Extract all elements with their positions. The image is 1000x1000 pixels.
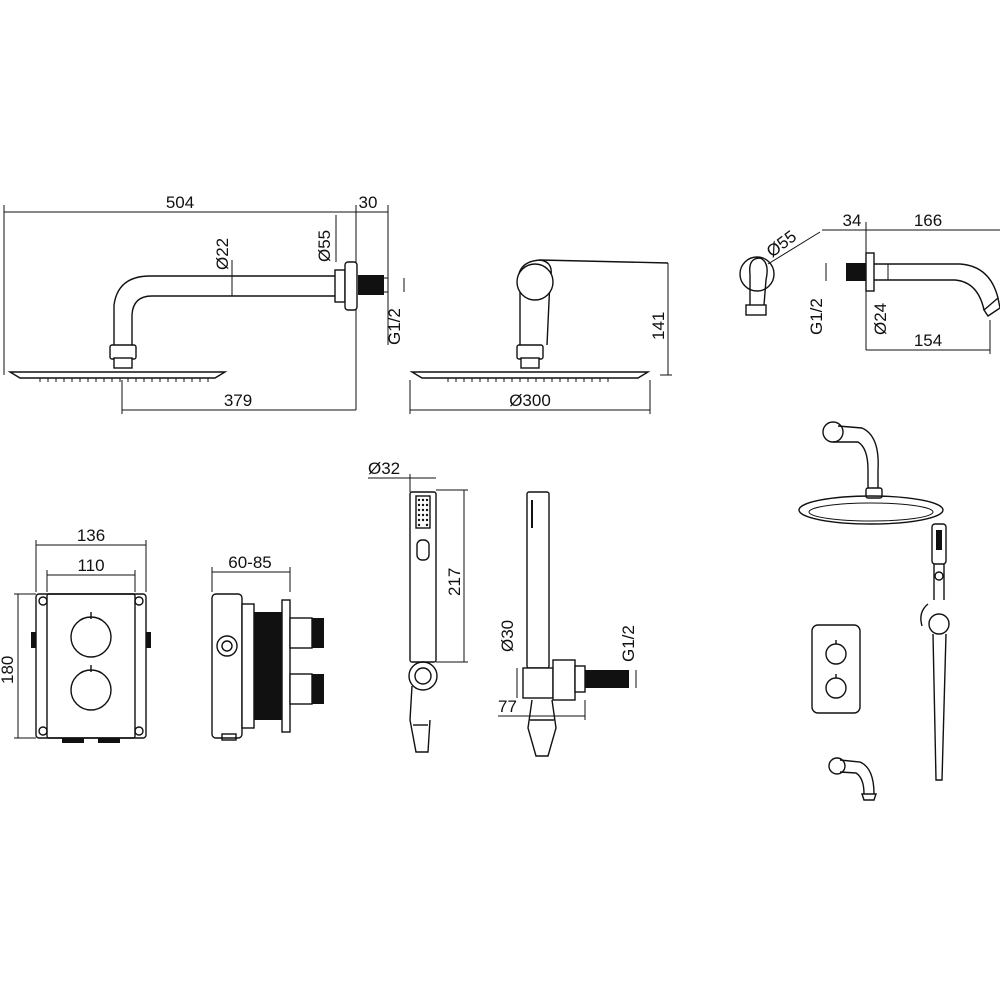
dim-head-offset: 379	[224, 391, 252, 410]
dim-arm-length: 504	[166, 193, 194, 212]
head-nozzles-side	[39, 378, 209, 382]
dim-arm-flange-diameter: Ø55	[315, 230, 334, 262]
valve-front-view: 136 110 180	[0, 526, 151, 743]
dim-valve-height: 180	[0, 656, 17, 684]
dim-spout-reach: 154	[914, 331, 942, 350]
dim-valve-plate-width: 136	[77, 526, 105, 545]
dim-head-diameter: Ø300	[509, 391, 551, 410]
dim-elbow-projection: 77	[498, 697, 517, 716]
dim-handshower-length: 217	[445, 568, 464, 596]
shower-arm-side-view: 504 30 Ø22 Ø55 G1/2 379	[3, 193, 405, 414]
bath-spout-views: Ø55 34 166 G1/2 Ø24 154	[739, 211, 1000, 354]
dim-spout-thread: G1/2	[807, 298, 826, 335]
dim-head-height: 141	[649, 312, 668, 340]
shower-head-front-view: 141 Ø300	[409, 259, 672, 414]
dim-spout-pipe-diameter: Ø24	[871, 303, 890, 335]
hand-shower-side-view: Ø30 G1/2 77	[498, 491, 638, 757]
dim-elbow-diameter: Ø30	[498, 620, 517, 652]
dim-elbow-thread: G1/2	[619, 625, 638, 662]
dim-valve-box-width: 110	[77, 556, 104, 575]
dim-spout-depth: 34	[843, 211, 862, 230]
dim-arm-pipe-diameter: Ø22	[213, 238, 232, 270]
hand-shower-front-view: Ø32 217	[368, 459, 468, 753]
dim-arm-depth: 30	[359, 193, 378, 212]
dim-arm-thread: G1/2	[385, 308, 404, 345]
dim-valve-wall-depth: 60-85	[228, 553, 271, 572]
assembled-set-view	[798, 421, 950, 801]
valve-side-view: 60-85	[211, 553, 324, 741]
dim-spout-length: 166	[914, 211, 942, 230]
dim-handshower-diameter: Ø32	[368, 459, 400, 478]
